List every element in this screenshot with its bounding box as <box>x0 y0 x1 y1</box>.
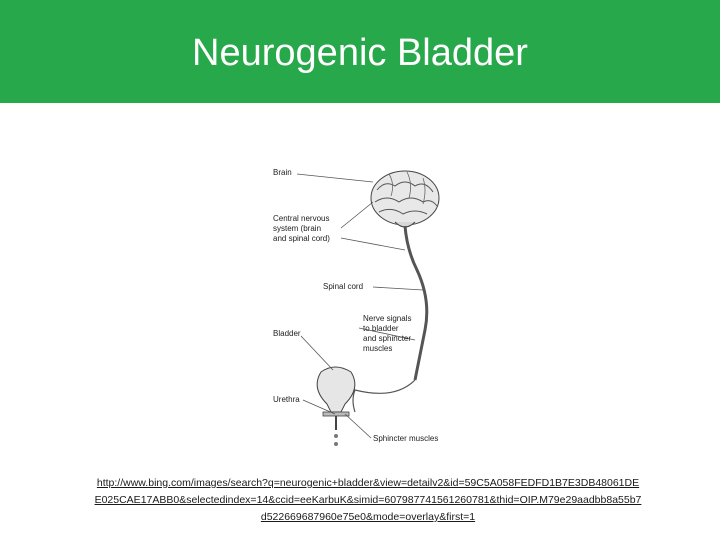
label-urethra: Urethra <box>273 395 300 404</box>
bladder-illustration <box>316 366 356 446</box>
label-brain: Brain <box>273 168 292 177</box>
label-spinal-cord: Spinal cord <box>323 282 363 291</box>
label-nerve-1: Nerve signals <box>363 314 411 323</box>
source-url-link[interactable]: http://www.bing.com/images/search?q=neur… <box>84 475 652 526</box>
source-url-line3[interactable]: d522669687960e75e0&mode=overlay&first=1 <box>260 511 476 523</box>
label-nerve-2: to bladder <box>363 324 399 333</box>
label-cns-3: and spinal cord) <box>273 234 330 243</box>
label-bladder: Bladder <box>273 329 301 338</box>
label-cns-1: Central nervous <box>273 214 329 223</box>
spinal-cord-line <box>403 225 429 381</box>
brain-illustration <box>370 170 440 228</box>
source-url-line2[interactable]: E025CAE17ABB0&selectedindex=14&ccid=eeKa… <box>94 494 642 506</box>
neurogenic-bladder-diagram: Brain Central nervous system (brain and … <box>273 168 440 446</box>
title-band <box>0 0 720 103</box>
slide-title: Neurogenic Bladder <box>192 32 528 74</box>
label-cns-2: system (brain <box>273 224 321 233</box>
label-nerve-4: muscles <box>363 344 392 353</box>
label-nerve-3: and sphincter <box>363 334 411 343</box>
source-url-line1[interactable]: http://www.bing.com/images/search?q=neur… <box>96 477 640 489</box>
nerve-line <box>352 379 416 413</box>
label-sphincter: Sphincter muscles <box>373 434 438 443</box>
